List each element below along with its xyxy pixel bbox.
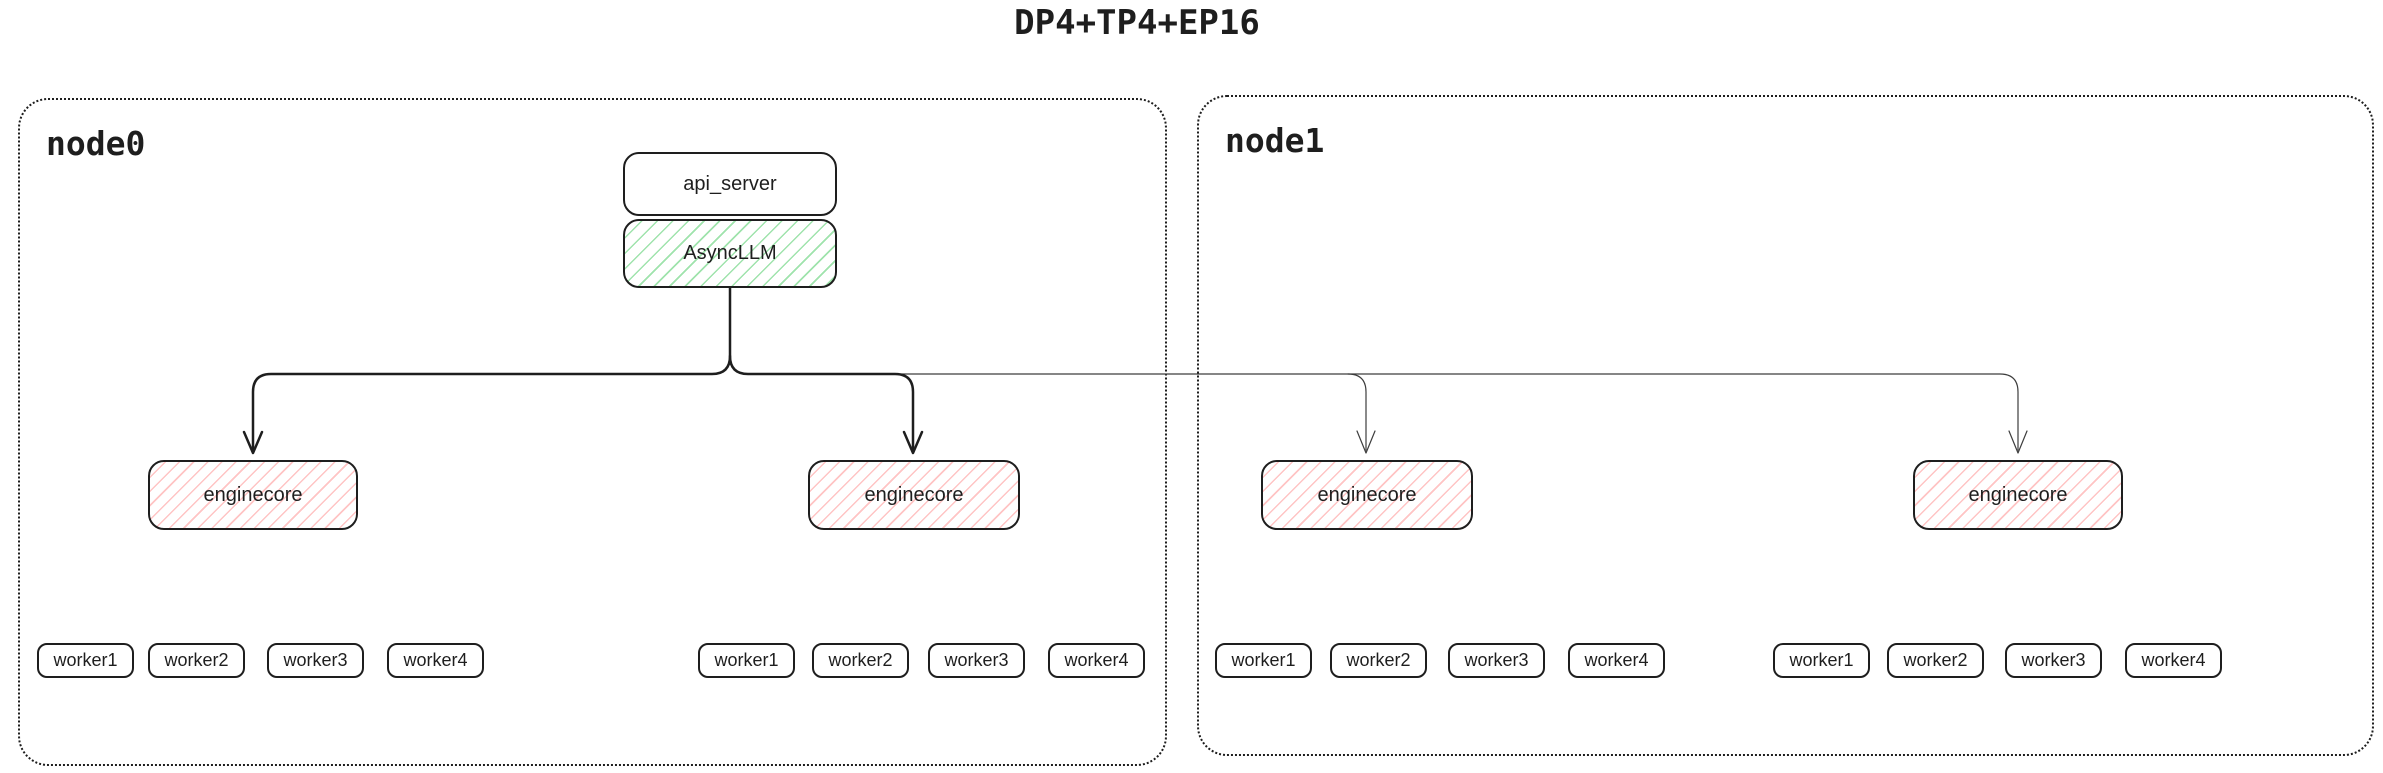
worker-box: worker1 (1773, 643, 1870, 678)
enginecore3-box: enginecore (1261, 460, 1473, 530)
enginecore1-label: enginecore (203, 483, 303, 506)
enginecore2-box: enginecore (808, 460, 1020, 530)
enginecore2-label: enginecore (864, 483, 964, 506)
worker-box: worker3 (267, 643, 364, 678)
worker-label: worker3 (944, 650, 1009, 670)
worker-label: worker4 (2141, 650, 2206, 670)
enginecore4-box: enginecore (1913, 460, 2123, 530)
worker-box: worker3 (928, 643, 1025, 678)
asyncllm-box: AsyncLLM (623, 219, 837, 288)
worker-box: worker1 (698, 643, 795, 678)
worker-label: worker1 (1789, 650, 1854, 670)
node0-label: node0 (46, 124, 146, 163)
worker-box: worker1 (37, 643, 134, 678)
worker-box: worker2 (1887, 643, 1984, 678)
enginecore4-label: enginecore (1968, 483, 2068, 506)
worker-label: worker3 (2021, 650, 2086, 670)
worker-label: worker2 (828, 650, 893, 670)
worker-label: worker4 (403, 650, 468, 670)
enginecore3-label: enginecore (1317, 483, 1417, 506)
diagram-title: DP4+TP4+EP16 (1014, 3, 1260, 43)
worker-label: worker2 (1903, 650, 1968, 670)
worker-box: worker4 (2125, 643, 2222, 678)
worker-box: worker4 (387, 643, 484, 678)
worker-box: worker3 (1448, 643, 1545, 678)
worker-box: worker4 (1048, 643, 1145, 678)
worker-label: worker2 (164, 650, 229, 670)
worker-label: worker1 (1231, 650, 1296, 670)
worker-box: worker2 (812, 643, 909, 678)
worker-box: worker2 (1330, 643, 1427, 678)
worker-label: worker1 (714, 650, 779, 670)
worker-label: worker3 (283, 650, 348, 670)
worker-box: worker4 (1568, 643, 1665, 678)
worker-label: worker3 (1464, 650, 1529, 670)
api-server-box: api_server (623, 152, 837, 216)
enginecore1-box: enginecore (148, 460, 358, 530)
worker-label: worker1 (53, 650, 118, 670)
worker-box: worker3 (2005, 643, 2102, 678)
asyncllm-label: AsyncLLM (683, 242, 777, 264)
worker-box: worker2 (148, 643, 245, 678)
worker-box: worker1 (1215, 643, 1312, 678)
api-server-label: api_server (683, 172, 777, 195)
worker-label: worker4 (1584, 650, 1649, 670)
worker-label: worker2 (1346, 650, 1411, 670)
worker-label: worker4 (1064, 650, 1129, 670)
node1-label: node1 (1225, 121, 1325, 160)
